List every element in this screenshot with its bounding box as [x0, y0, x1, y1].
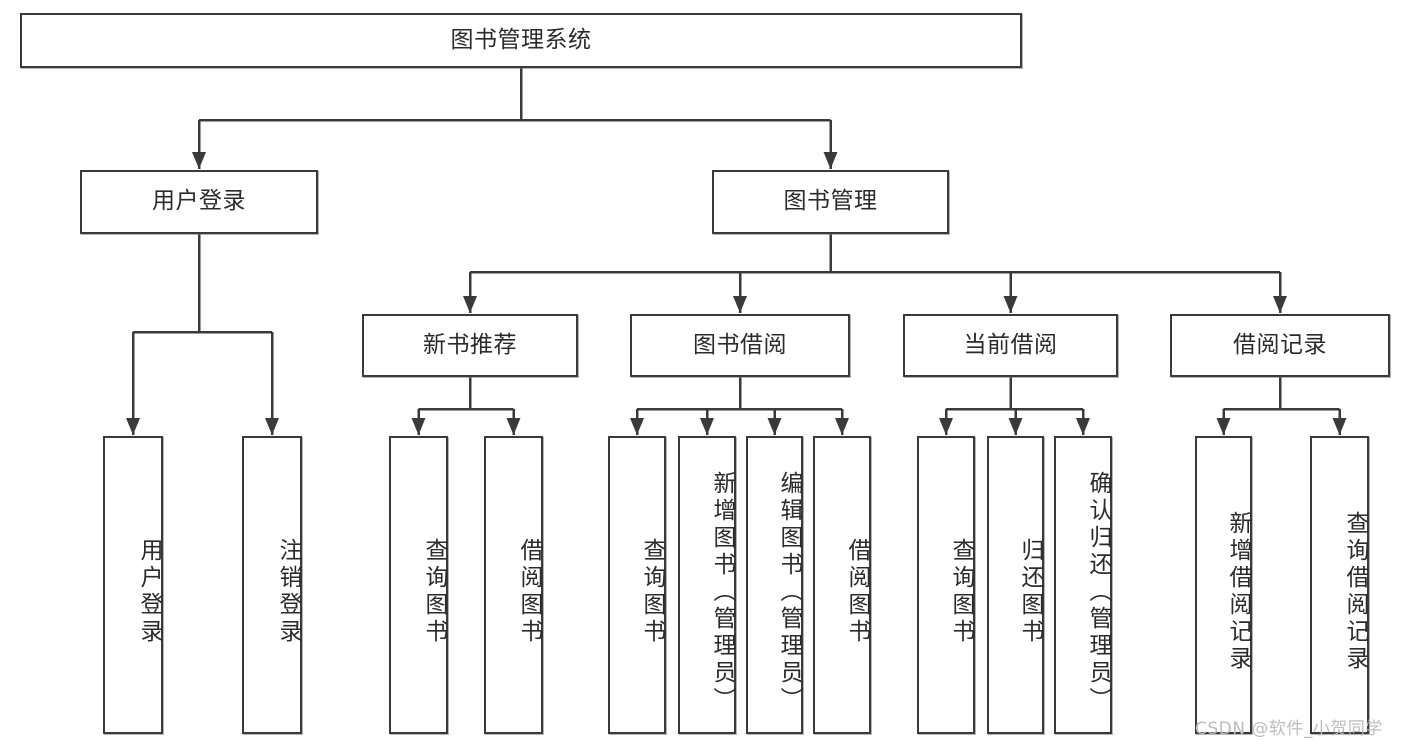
node-label: 新书推荐	[423, 331, 517, 358]
node-leaf-query-book-1[interactable]: 查询图书	[389, 436, 448, 734]
node-leaf-user-logout[interactable]: 注销登录	[242, 436, 302, 734]
node-label: 查询图书	[421, 538, 447, 646]
node-leaf-add-record[interactable]: 新增借阅记录	[1195, 436, 1252, 734]
node-new-book-recommend[interactable]: 新书推荐	[362, 314, 578, 377]
node-label: 当前借阅	[963, 331, 1058, 358]
csdn-watermark: CSDN @软件_小贺同学	[1195, 719, 1383, 739]
node-label: 图书借阅	[693, 331, 787, 358]
node-label: 借阅图书	[516, 538, 542, 646]
node-label: 新增借阅记录	[1225, 511, 1251, 673]
node-book-borrow[interactable]: 图书借阅	[630, 314, 850, 377]
node-leaf-add-book[interactable]: 新增图书（管理员）	[678, 436, 736, 734]
node-leaf-user-login[interactable]: 用户登录	[103, 436, 163, 734]
node-label: 新增图书（管理员）	[709, 470, 735, 714]
node-label: 用户登录	[136, 538, 162, 646]
node-leaf-query-record[interactable]: 查询借阅记录	[1310, 436, 1369, 734]
node-label: 用户登录	[152, 188, 246, 215]
node-leaf-borrow-book-1[interactable]: 借阅图书	[484, 436, 543, 734]
node-label: 查询图书	[639, 538, 665, 646]
node-label: 借阅图书	[844, 538, 870, 646]
node-leaf-query-book-3[interactable]: 查询图书	[917, 436, 975, 734]
node-leaf-confirm-return[interactable]: 确认归还（管理员）	[1054, 436, 1112, 734]
node-book-manage[interactable]: 图书管理	[712, 170, 949, 234]
node-label: 确认归还（管理员）	[1085, 470, 1111, 714]
node-label: 注销登录	[275, 538, 301, 646]
node-borrow-record[interactable]: 借阅记录	[1170, 314, 1390, 377]
node-leaf-return-book[interactable]: 归还图书	[987, 436, 1044, 734]
node-label: 借阅记录	[1233, 331, 1327, 358]
node-leaf-borrow-book-2[interactable]: 借阅图书	[813, 436, 871, 734]
node-label: 编辑图书（管理员）	[776, 470, 802, 714]
node-label: 归还图书	[1017, 538, 1043, 646]
node-root-system[interactable]: 图书管理系统	[20, 13, 1022, 68]
node-leaf-query-book-2[interactable]: 查询图书	[608, 436, 666, 734]
node-label: 查询借阅记录	[1342, 511, 1368, 673]
node-current-borrow[interactable]: 当前借阅	[903, 314, 1118, 377]
node-label: 查询图书	[948, 538, 974, 646]
node-label: 图书管理系统	[450, 26, 592, 53]
node-user-login[interactable]: 用户登录	[80, 170, 318, 234]
node-leaf-edit-book[interactable]: 编辑图书（管理员）	[746, 436, 803, 734]
node-label: 图书管理	[783, 188, 878, 215]
